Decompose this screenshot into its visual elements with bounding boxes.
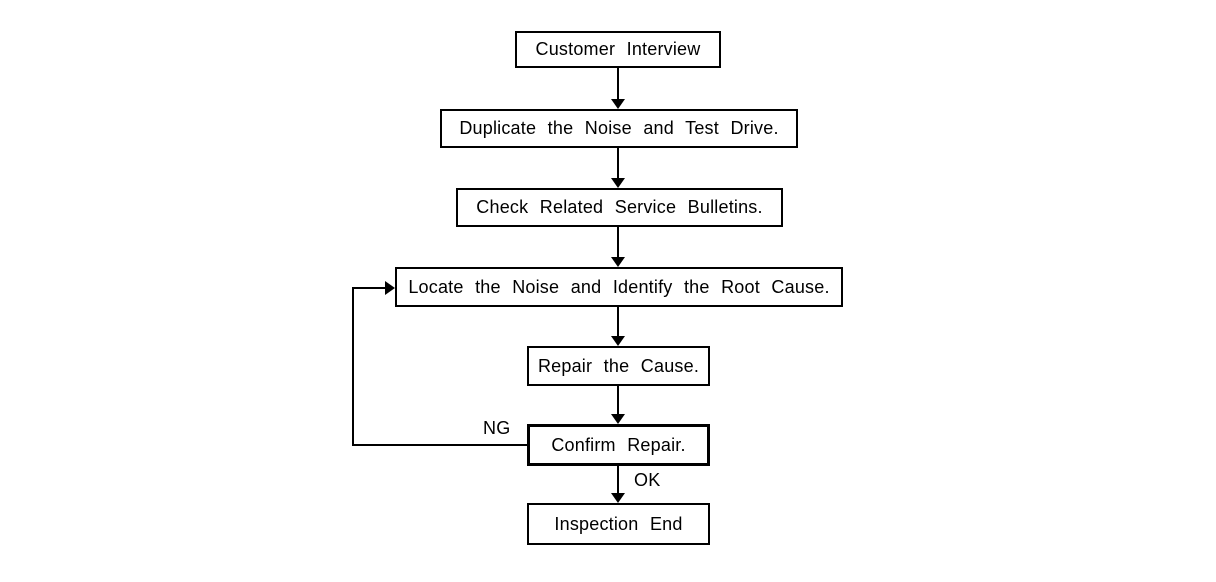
connector-line-6	[617, 466, 619, 494]
connector-line-2	[617, 148, 619, 179]
connector-line-1	[617, 68, 619, 100]
arrow-down-icon	[611, 178, 625, 188]
ng-loop-line-top	[352, 287, 385, 289]
flow-box-repair-cause: Repair the Cause.	[527, 346, 710, 386]
flow-box-customer-interview: Customer Interview	[515, 31, 721, 68]
ng-loop-line-vertical	[352, 287, 354, 446]
flow-box-confirm-repair: Confirm Repair.	[527, 424, 710, 466]
flow-box-check-service-bulletins: Check Related Service Bulletins.	[456, 188, 783, 227]
connector-line-4	[617, 307, 619, 337]
flow-box-inspection-end: Inspection End	[527, 503, 710, 545]
arrow-right-icon	[385, 281, 395, 295]
flow-box-locate-noise-root-cause: Locate the Noise and Identify the Root C…	[395, 267, 843, 307]
edge-label-ok: OK	[634, 470, 661, 490]
edge-label-ng: NG	[483, 418, 511, 438]
arrow-down-icon	[611, 414, 625, 424]
ng-loop-line-bottom	[352, 444, 527, 446]
arrow-down-icon	[611, 99, 625, 109]
arrow-down-icon	[611, 257, 625, 267]
arrow-down-icon	[611, 493, 625, 503]
connector-line-5	[617, 386, 619, 415]
connector-line-3	[617, 227, 619, 258]
arrow-down-icon	[611, 336, 625, 346]
flow-box-duplicate-noise-test-drive: Duplicate the Noise and Test Drive.	[440, 109, 798, 148]
